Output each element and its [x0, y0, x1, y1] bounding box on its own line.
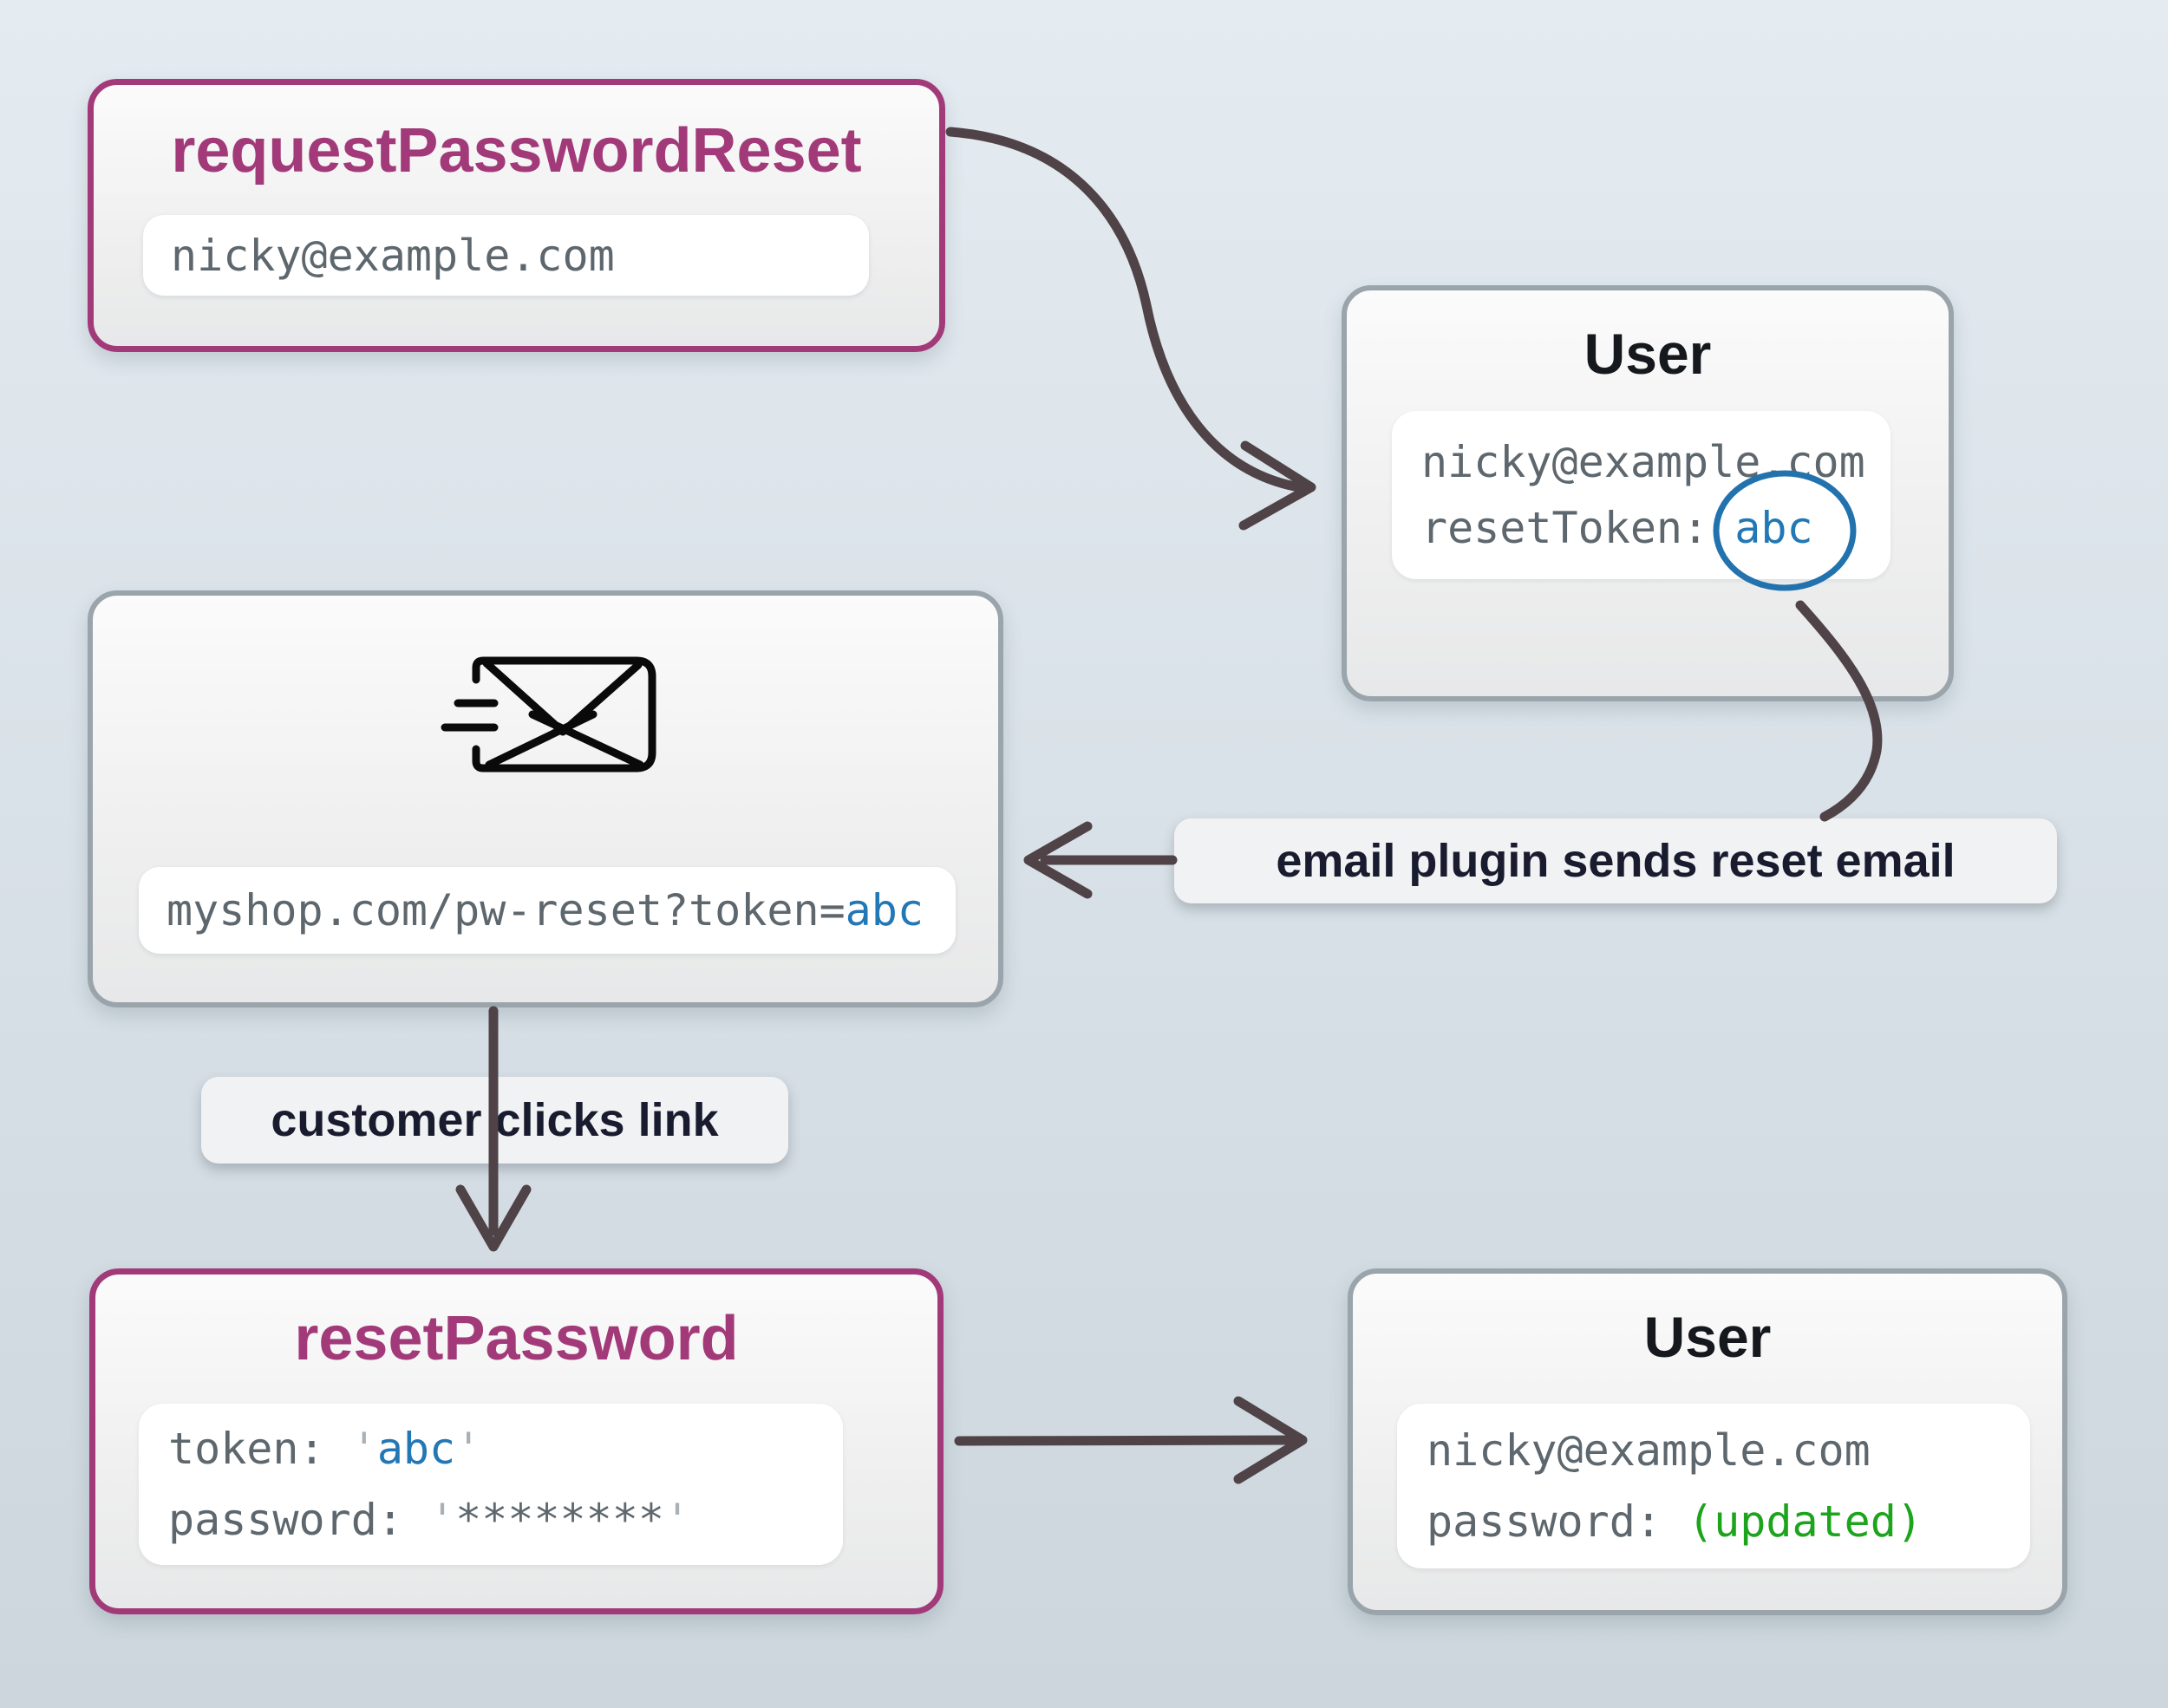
node-title-reset-password: resetPassword	[294, 1304, 739, 1373]
user-top-reset-token-line: resetToken: abc	[1421, 506, 1890, 550]
send-email-envelope-icon	[441, 656, 656, 773]
label-email-plugin-text: email plugin sends reset email	[1276, 835, 1956, 887]
node-title-user-top: User	[1584, 322, 1712, 386]
label-customer-clicks-text: customer clicks link	[271, 1094, 719, 1146]
user-bottom-password-label: password:	[1427, 1496, 1688, 1547]
user-bottom-record: nicky@example.com password: (updated)	[1397, 1404, 2030, 1568]
token-highlight-circle	[1713, 470, 1857, 591]
node-reset-email: myshop.com/pw-reset?token=abc	[88, 590, 1003, 1007]
user-bottom-password-value: (updated)	[1688, 1496, 1923, 1547]
reset-url-token: abc	[845, 885, 924, 935]
arrow-request-to-user	[945, 127, 1304, 492]
arrow-request-to-user-head	[1238, 440, 1316, 531]
arrow-email-to-resetpassword-head	[455, 1184, 532, 1252]
user-bottom-email: nicky@example.com	[1427, 1425, 1871, 1476]
label-email-plugin-sends-reset-email: email plugin sends reset email	[1174, 818, 2057, 903]
password-label: password:	[168, 1495, 430, 1545]
reset-password-args: token: 'abc' password: '********'	[139, 1404, 843, 1565]
arrow-label-to-email-head	[1023, 821, 1093, 899]
node-title-user-bottom: User	[1643, 1305, 1772, 1369]
node-title-request-password-reset: requestPasswordReset	[171, 116, 862, 186]
node-reset-password: resetPassword token: 'abc' password: '**…	[89, 1268, 944, 1614]
password-open-quote: '	[429, 1495, 456, 1545]
email-input-field: nicky@example.com	[143, 215, 869, 296]
user-bottom-password-line: password: (updated)	[1427, 1500, 2030, 1543]
arrow-resetpassword-to-user	[954, 1435, 1297, 1446]
password-value: ********	[455, 1495, 664, 1545]
token-open-quote: '	[350, 1424, 377, 1474]
token-line: token: 'abc'	[168, 1427, 843, 1470]
password-line: password: '********'	[168, 1498, 843, 1542]
node-user-top: User nicky@example.com resetToken: abc	[1342, 285, 1954, 701]
arrow-resetpassword-to-user-head	[1233, 1396, 1308, 1484]
reset-url-prefix: myshop.com/pw-reset?token=	[167, 885, 846, 935]
node-request-password-reset: requestPasswordReset nicky@example.com	[88, 79, 945, 352]
node-user-bottom: User nicky@example.com password: (update…	[1348, 1268, 2067, 1615]
user-top-record: nicky@example.com resetToken: abc	[1392, 411, 1890, 579]
password-close-quote: '	[663, 1495, 691, 1545]
reset-url-field: myshop.com/pw-reset?token=abc	[139, 867, 956, 954]
reset-token-value: abc	[1734, 503, 1813, 553]
reset-token-label: resetToken:	[1421, 503, 1735, 553]
token-close-quote: '	[455, 1424, 482, 1474]
connector-token-to-label	[1795, 600, 1883, 822]
token-value: abc	[376, 1424, 456, 1474]
token-label: token:	[168, 1424, 351, 1474]
email-value: nicky@example.com	[171, 230, 615, 281]
